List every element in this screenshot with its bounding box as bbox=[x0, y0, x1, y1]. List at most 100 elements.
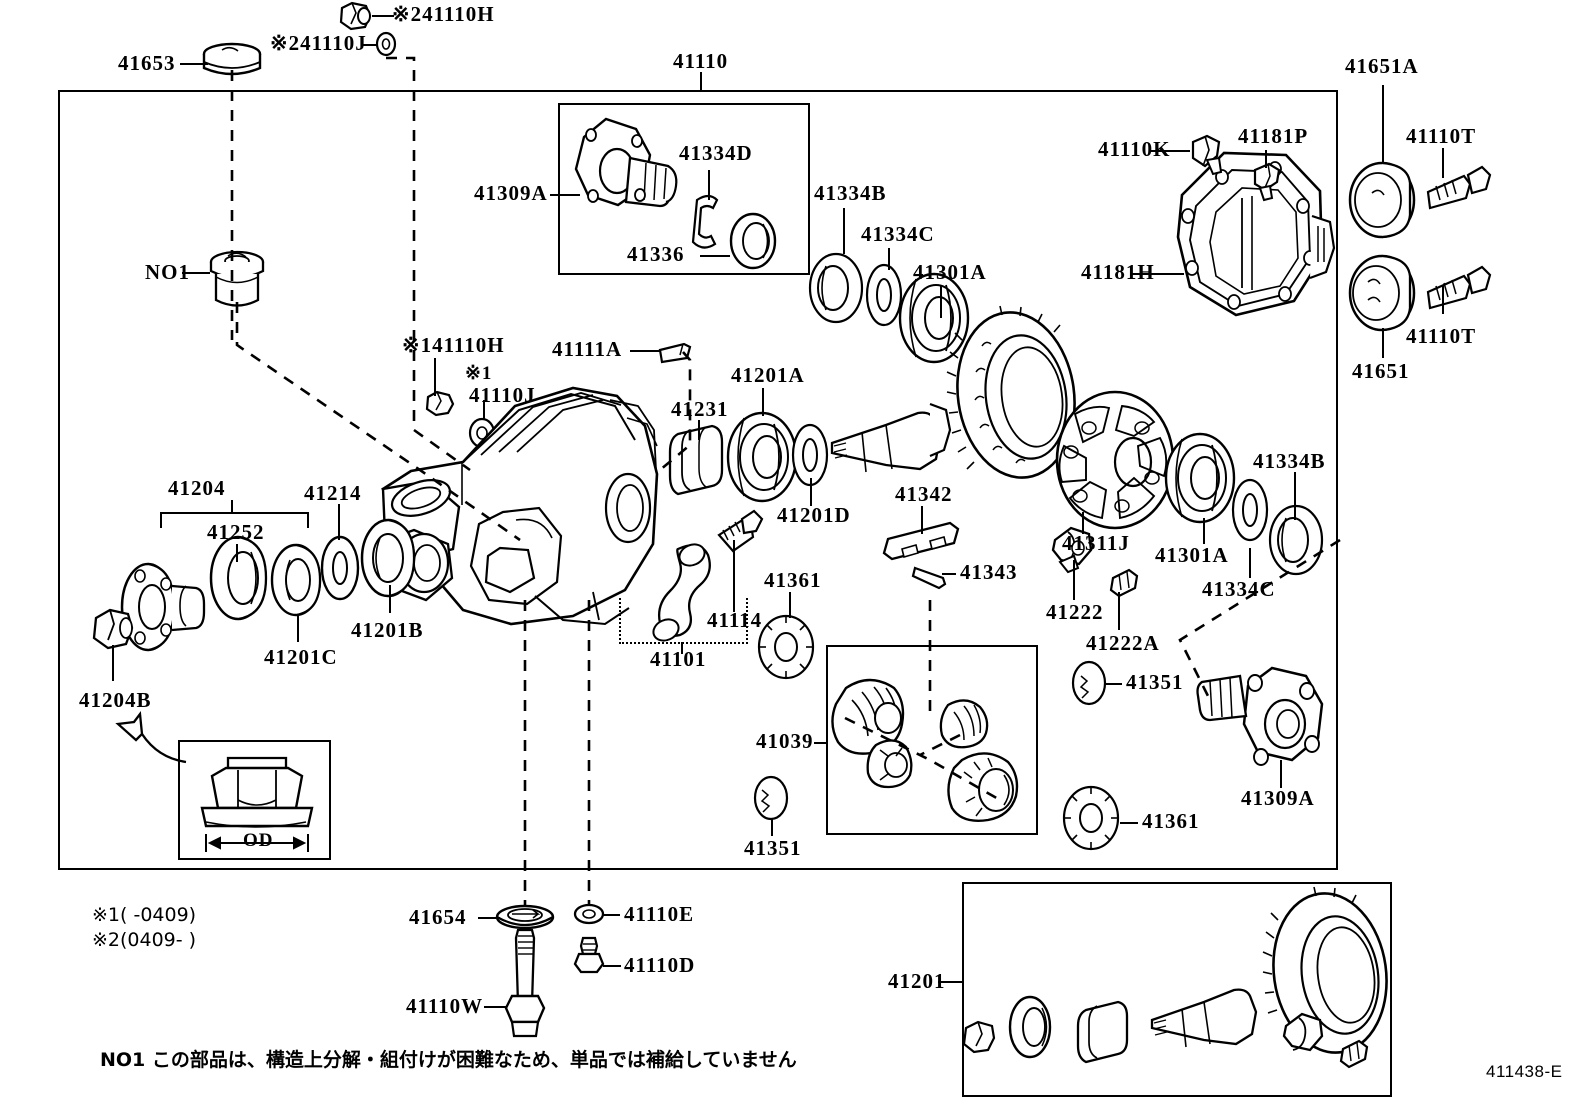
od-caption: OD bbox=[243, 830, 274, 851]
label-41361-bottom: 41361 bbox=[1142, 809, 1200, 833]
leader-41654 bbox=[478, 917, 500, 919]
leader-41110J bbox=[483, 400, 485, 420]
bracket-41204-stem bbox=[231, 500, 233, 514]
leader-41651 bbox=[1382, 328, 1384, 358]
part-41653-art bbox=[202, 42, 262, 76]
leader-241110H bbox=[372, 15, 394, 17]
inset-frame-pinion-flange bbox=[558, 103, 810, 275]
leader-41351-left bbox=[771, 818, 773, 836]
leader-41342 bbox=[921, 506, 923, 534]
label-241110H: ※241110H bbox=[392, 2, 495, 26]
label-41334C-right: 41334C bbox=[1202, 577, 1276, 601]
label-41222A: 41222A bbox=[1086, 631, 1160, 655]
label-241110J: ※241110J bbox=[270, 31, 367, 55]
leader-41039 bbox=[814, 742, 828, 744]
label-41334C: 41334C bbox=[861, 222, 935, 246]
label-41214: 41214 bbox=[304, 481, 362, 505]
leader-41231 bbox=[698, 420, 700, 440]
label-41110E: 41110E bbox=[624, 902, 695, 926]
leader-41201C bbox=[297, 614, 299, 642]
label-41654: 41654 bbox=[409, 905, 467, 929]
leader-41201-inset bbox=[938, 981, 964, 983]
label-41201-inset: 41201 bbox=[888, 969, 946, 993]
leader-41110T-top bbox=[1442, 148, 1444, 178]
inset-frame-od-nut bbox=[178, 740, 331, 860]
leader-41334D bbox=[708, 170, 710, 200]
label-41351-left: 41351 bbox=[744, 836, 802, 860]
bracket-41101-stem bbox=[681, 642, 683, 654]
part-41654-art bbox=[495, 904, 555, 930]
leader-41653 bbox=[180, 63, 208, 65]
leader-41214 bbox=[338, 504, 340, 540]
bracket-41101 bbox=[619, 598, 748, 644]
leader-41361-bottom bbox=[1120, 822, 1138, 824]
label-41311J: 41311J bbox=[1062, 531, 1130, 555]
label-41301A: 41301A bbox=[913, 260, 987, 284]
leader-41110 bbox=[700, 72, 702, 90]
leader-41301A-right bbox=[1203, 518, 1205, 544]
leader-NO1 bbox=[182, 272, 210, 274]
label-41201B: 41201B bbox=[351, 618, 424, 642]
label-41651A: 41651A bbox=[1345, 54, 1419, 78]
label-41252: 41252 bbox=[207, 520, 265, 544]
label-41361-top: 41361 bbox=[764, 568, 822, 592]
leader-41311J bbox=[1082, 512, 1084, 534]
label-41651: 41651 bbox=[1352, 359, 1410, 383]
part-41110W-art bbox=[504, 928, 546, 1038]
label-41309A-right: 41309A bbox=[1241, 786, 1315, 810]
label-41204: 41204 bbox=[168, 476, 226, 500]
label-41201A: 41201A bbox=[731, 363, 805, 387]
part-41110E-art bbox=[573, 903, 605, 925]
label-41342: 41342 bbox=[895, 482, 953, 506]
label-star1: ※1 bbox=[465, 363, 493, 384]
label-41111A: 41111A bbox=[552, 337, 623, 361]
part-41110T-top-art bbox=[1426, 165, 1492, 210]
part-41651-art bbox=[1348, 254, 1416, 332]
leader-41252 bbox=[236, 544, 238, 562]
label-41114: 41114 bbox=[707, 608, 763, 632]
label-41204B: 41204B bbox=[79, 688, 152, 712]
note-marker-1: ※1( -0409) bbox=[92, 904, 197, 926]
label-41222: 41222 bbox=[1046, 600, 1104, 624]
note-marker-2: ※2(0409- ) bbox=[92, 929, 197, 951]
part-41110T-bottom-art bbox=[1426, 265, 1492, 310]
leader-41222 bbox=[1073, 560, 1075, 600]
part-41110D-art bbox=[573, 936, 605, 974]
label-41201C: 41201C bbox=[264, 645, 338, 669]
leader-41336 bbox=[700, 255, 730, 257]
leader-41301A bbox=[940, 286, 942, 318]
label-41110T-bottom: 41110T bbox=[1406, 324, 1477, 348]
footnote-note1: NO1 この部品は、構造上分解・組付けが困難なため、単品では補給していません bbox=[100, 1049, 797, 1071]
inset-frame-gear-kit bbox=[826, 645, 1038, 835]
part-241110H-art bbox=[339, 1, 372, 31]
label-41334D: 41334D bbox=[679, 141, 753, 165]
leader-41361-top bbox=[789, 592, 791, 618]
leader-41334C-right bbox=[1249, 548, 1251, 578]
label-41336: 41336 bbox=[627, 242, 685, 266]
leader-41110K bbox=[1150, 150, 1190, 152]
part-41651A-art bbox=[1348, 161, 1416, 239]
label-NO1: NO1 bbox=[145, 260, 190, 284]
leader-41114 bbox=[733, 540, 735, 612]
leader-41651A bbox=[1382, 85, 1384, 163]
label-41343: 41343 bbox=[960, 560, 1018, 584]
leader-41334C bbox=[888, 248, 890, 270]
inset-frame-41201-kit bbox=[962, 882, 1392, 1097]
label-41334B: 41334B bbox=[814, 181, 887, 205]
part-241110J-art bbox=[375, 31, 397, 57]
label-41110: 41110 bbox=[673, 49, 729, 73]
label-41653: 41653 bbox=[118, 51, 176, 75]
label-41110D: 41110D bbox=[624, 953, 696, 977]
label-41201D: 41201D bbox=[777, 503, 851, 527]
main-diagram-frame bbox=[58, 90, 1338, 870]
leader-41201B bbox=[389, 585, 391, 613]
drawing-code: 411438-E bbox=[1486, 1062, 1563, 1081]
leader-41309A-right bbox=[1280, 760, 1282, 788]
leader-41110D bbox=[603, 965, 621, 967]
label-41039: 41039 bbox=[756, 729, 814, 753]
leader-241110J bbox=[362, 44, 378, 46]
bracket-41204 bbox=[160, 512, 309, 528]
leader-41110W bbox=[484, 1006, 506, 1008]
label-41110W: 41110W bbox=[406, 994, 484, 1018]
